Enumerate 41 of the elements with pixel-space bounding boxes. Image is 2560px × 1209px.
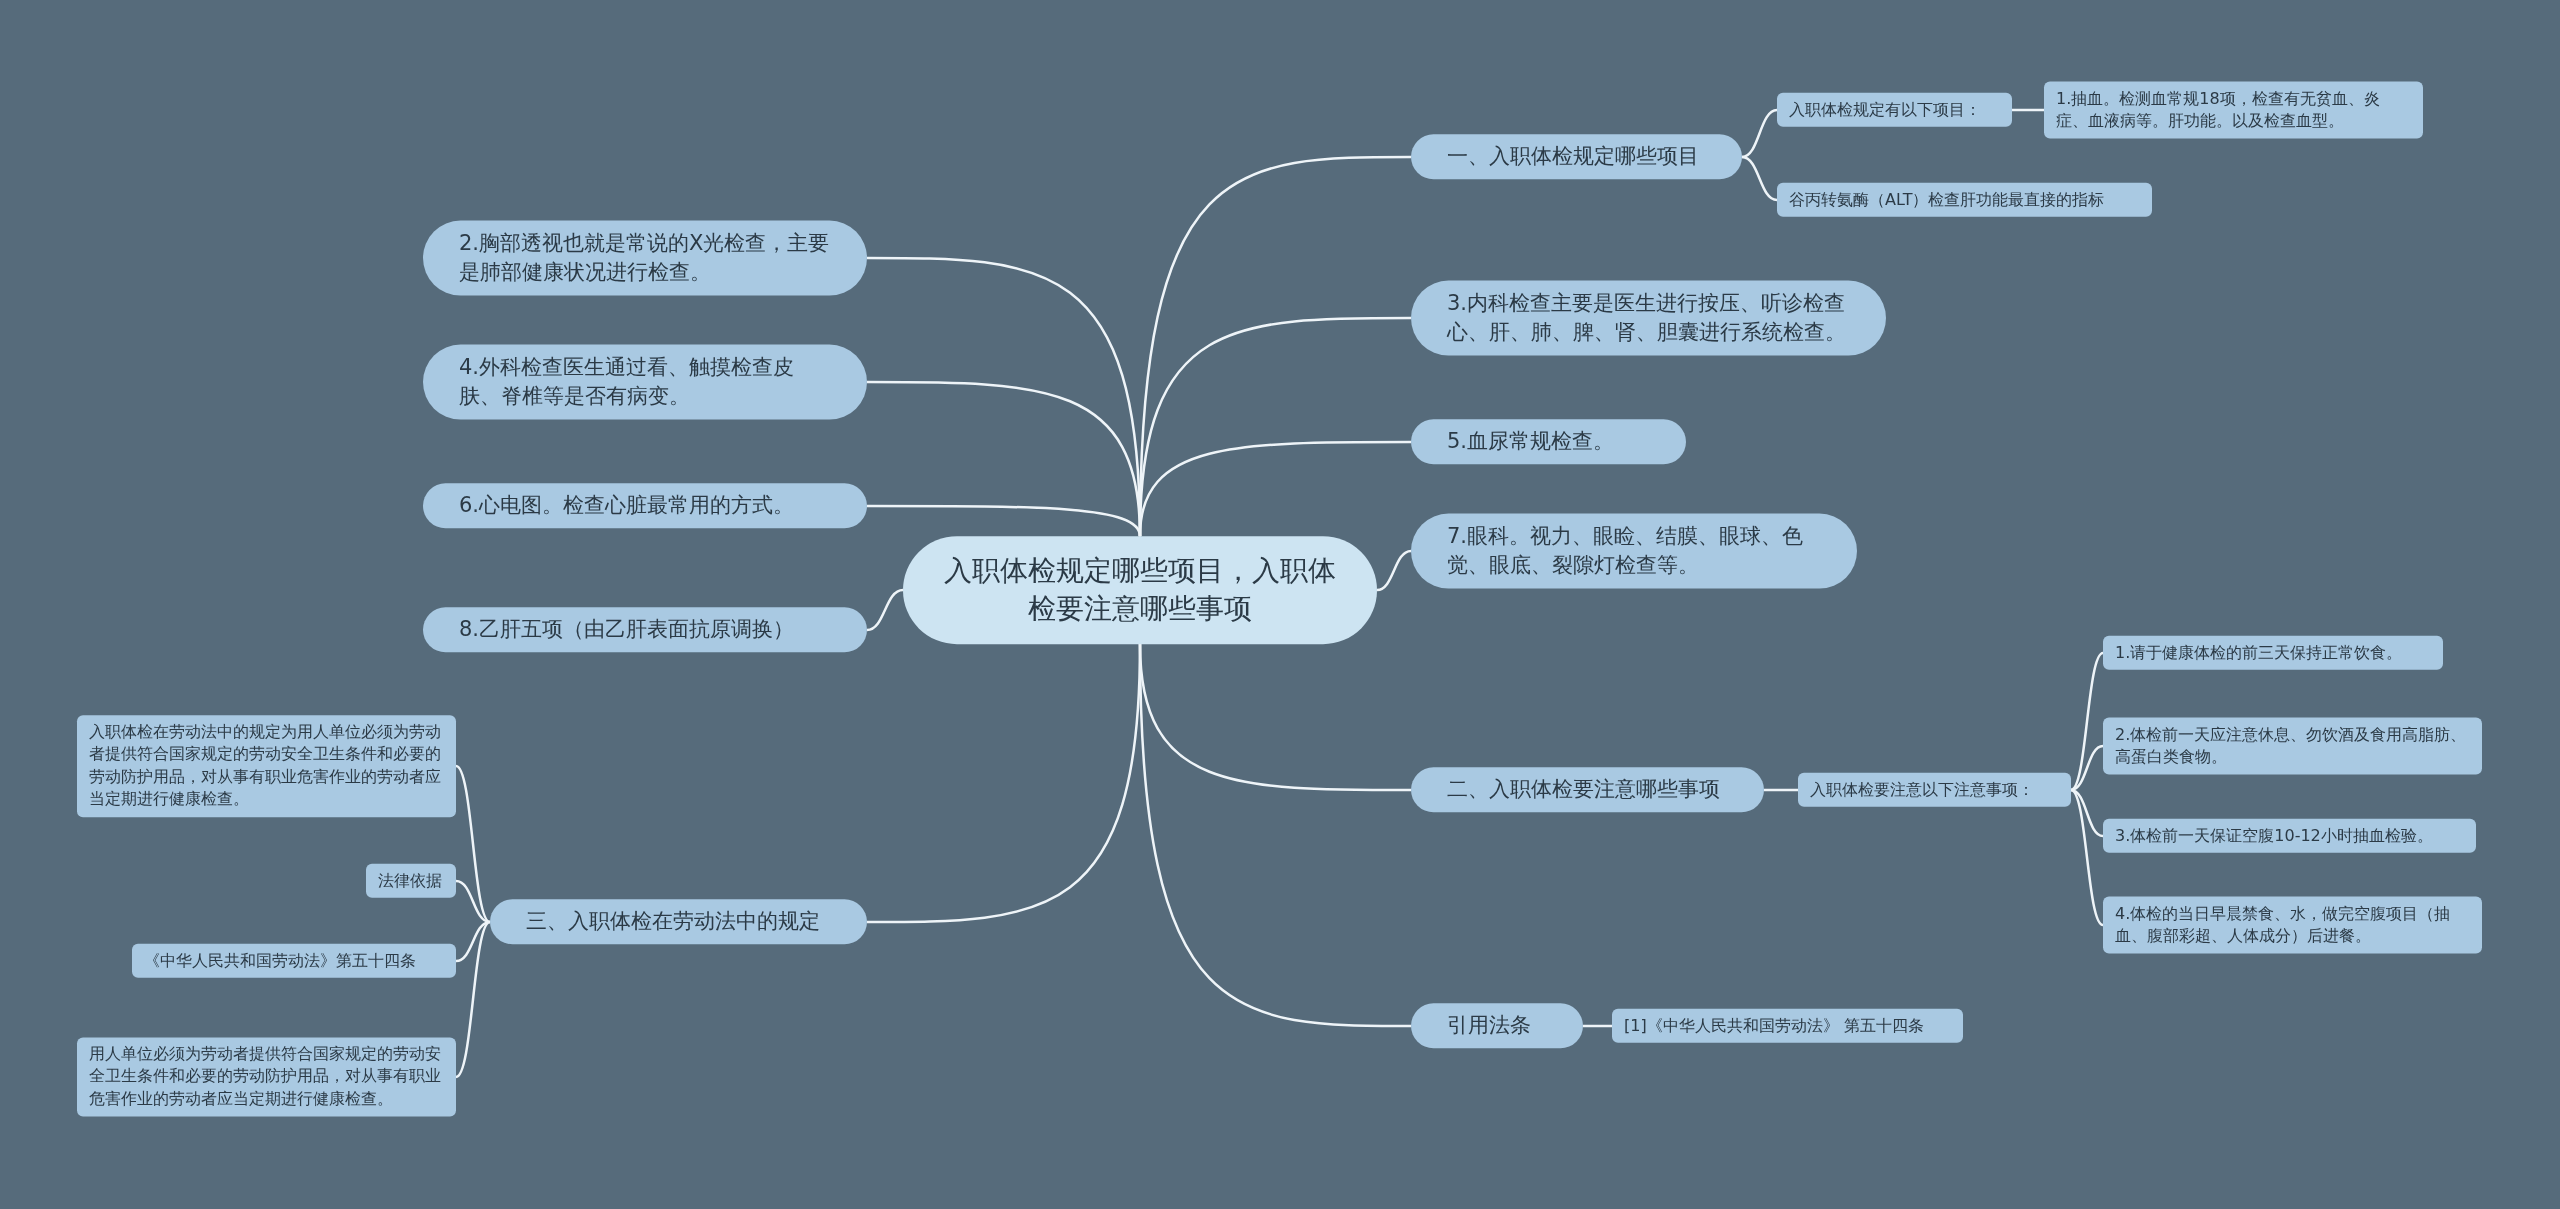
subtopic-node: 入职体检要注意以下注意事项： [1798,772,2071,808]
branch-line [1583,1024,1612,1028]
branch-line [455,765,491,923]
subtopic-node: 1.抽血。检测血常规18项，检查有无贫血、炎症、血液病等。肝功能。以及检查血型。 [2044,81,2423,139]
topic-node: 6.心电图。检查心脏最常用的方式。 [423,483,867,529]
subtopic-node: 入职体检规定有以下项目： [1777,92,2012,128]
topic-node: 二、入职体检要注意哪些事项 [1411,767,1764,813]
subtopic-node: 法律依据 [366,863,456,899]
branch-line [2070,788,2104,838]
branch-line [1741,155,1778,202]
subtopic-node: [1]《中华人民共和国劳动法》 第五十四条 [1612,1008,1963,1044]
branch-line [2012,108,2044,112]
topic-node: 引用法条 [1411,1003,1583,1049]
branch-line [1376,549,1412,592]
topic-node: 2.胸部透视也就是常说的X光检查，主要是肺部健康状况进行检查。 [423,220,867,296]
branch-line [455,879,491,924]
topic-node: 5.血尿常规检查。 [1411,419,1686,465]
topic-node: 一、入职体检规定哪些项目 [1411,134,1742,180]
subtopic-node: 谷丙转氨酶（ALT）检查肝功能最直接的指标 [1777,182,2152,218]
subtopic-node: 4.体检的当日早晨禁食、水，做完空腹项目（抽血、腹部彩超、人体成分）后进餐。 [2103,896,2482,954]
subtopic-node: 《中华人民共和国劳动法》第五十四条 [132,943,456,979]
branch-line [455,921,491,1078]
subtopic-node: 1.请于健康体检的前三天保持正常饮食。 [2103,635,2443,671]
branch-line [867,643,1142,924]
central-topic: 入职体检规定哪些项目，入职体检要注意哪些事项 [903,536,1377,644]
subtopic-node: 3.体检前一天保证空腹10-12小时抽血检验。 [2103,818,2476,854]
branch-line [1764,788,1798,792]
branch-line [1741,108,1778,159]
branch-line [455,920,491,963]
branch-line [2070,789,2104,926]
topic-node: 3.内科检查主要是医生进行按压、听诊检查心、肝、肺、脾、肾、胆囊进行系统检查。 [1411,280,1886,356]
subtopic-node: 用人单位必须为劳动者提供符合国家规定的劳动安全卫生条件和必要的劳动防护用品，对从事有职业危害作业的劳动者应当定期进行健康检查。 [77,1037,456,1117]
topic-node: 4.外科检查医生通过看、触摸检查皮肤、脊椎等是否有病变。 [423,344,867,420]
branch-line [2070,652,2104,791]
branch-line [867,504,1142,537]
subtopic-node: 入职体检在劳动法中的规定为用人单位必须为劳动者提供符合国家规定的劳动安全卫生条件和必要的劳动防护用品，对从事有职业危害作业的劳动者应当定期进行健康检查。 [77,715,456,817]
topic-node: 7.眼科。视力、眼睑、结膜、眼球、色觉、眼底、裂隙灯检查等。 [1411,513,1857,589]
topic-node: 8.乙肝五项（由乙肝表面抗原调换） [423,607,867,653]
subtopic-node: 2.体检前一天应注意休息、勿饮酒及食用高脂肪、高蛋白类食物。 [2103,717,2482,775]
topic-node: 三、入职体检在劳动法中的规定 [490,899,867,945]
branch-line [866,588,904,632]
